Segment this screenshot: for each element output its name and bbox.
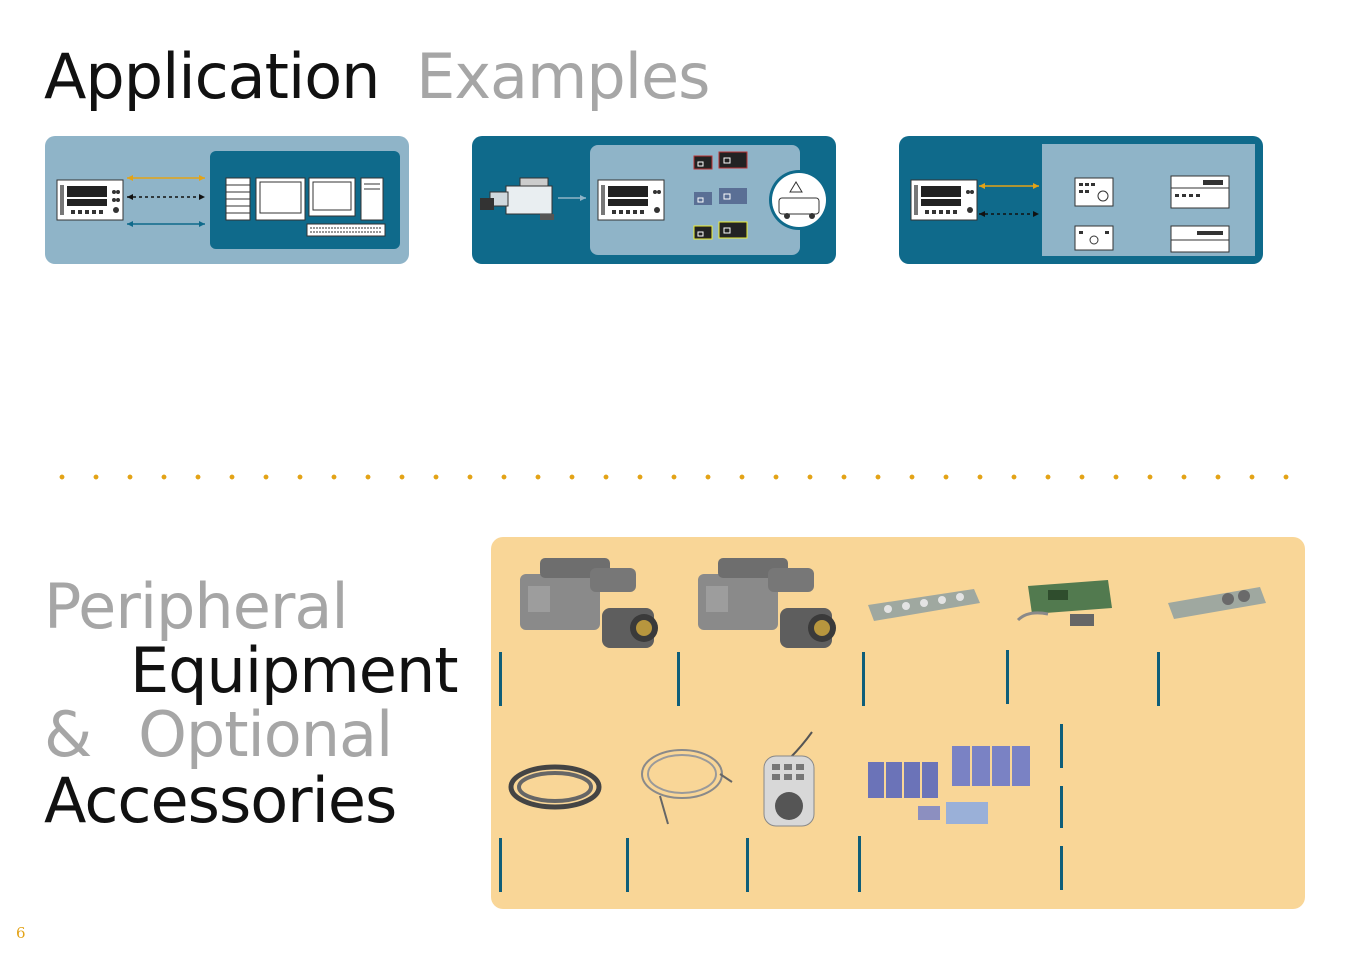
vtr-deck-icon: [1170, 175, 1230, 253]
heading-and-optional: & Optional: [44, 704, 393, 766]
example-3-diagram: [910, 144, 1255, 256]
remote-controller-photo: [763, 731, 815, 827]
separator-bar: [499, 652, 502, 706]
heading-equipment: Equipment: [130, 634, 459, 707]
application-example-2: [472, 136, 836, 264]
monitor-icon: [255, 177, 306, 221]
camcorder-icon: [480, 177, 554, 220]
example-1-diagram: [56, 151, 400, 249]
circuit-board-photo: [1016, 580, 1112, 626]
recorder-icon: [597, 179, 665, 221]
interface-board-photo: [868, 589, 980, 621]
thin-cable-photo: [641, 749, 733, 825]
heading-peripheral: Peripheral: [44, 570, 349, 643]
edit-controller-icon: [1074, 177, 1114, 251]
separator-bar: [1060, 786, 1063, 828]
title-application: Application: [44, 40, 380, 113]
recorder-icon: [910, 179, 978, 221]
title-examples: Examples: [416, 40, 710, 113]
separator-bar: [677, 652, 680, 706]
separator-bar: [626, 838, 629, 892]
separator-bar: [858, 836, 861, 892]
separator-bar: [862, 652, 865, 706]
screen-thumb-icon: [693, 151, 748, 240]
cable-coil-photo: [508, 764, 602, 810]
heading-accessories: Accessories: [44, 764, 397, 837]
page-number: 6: [16, 924, 26, 942]
separator-bar: [1060, 724, 1063, 768]
camcorder-photo: [698, 558, 836, 648]
heading-optional: Optional: [138, 698, 393, 771]
storage-rack-icon: [225, 177, 251, 221]
satellite-van-icon: [769, 170, 829, 230]
application-example-1: [45, 136, 409, 264]
separator-bar: [746, 838, 749, 892]
separator-bar: [1060, 846, 1063, 890]
separator-bar: [499, 838, 502, 892]
separator-bar: [1006, 650, 1009, 704]
dotted-divider: [45, 474, 1310, 480]
separator-bar: [1157, 652, 1160, 706]
keyboard-icon: [306, 223, 386, 237]
page-title: Application Examples: [44, 46, 710, 108]
application-example-3: [899, 136, 1263, 264]
example-2-diagram: [480, 145, 829, 255]
interface-board-photo: [1168, 587, 1266, 619]
computer-icon: [308, 177, 384, 221]
recorder-icon: [56, 179, 124, 221]
disc-cartridge-photo: [868, 746, 1030, 824]
heading-ampersand: &: [44, 698, 92, 771]
camcorder-photo: [520, 558, 658, 648]
